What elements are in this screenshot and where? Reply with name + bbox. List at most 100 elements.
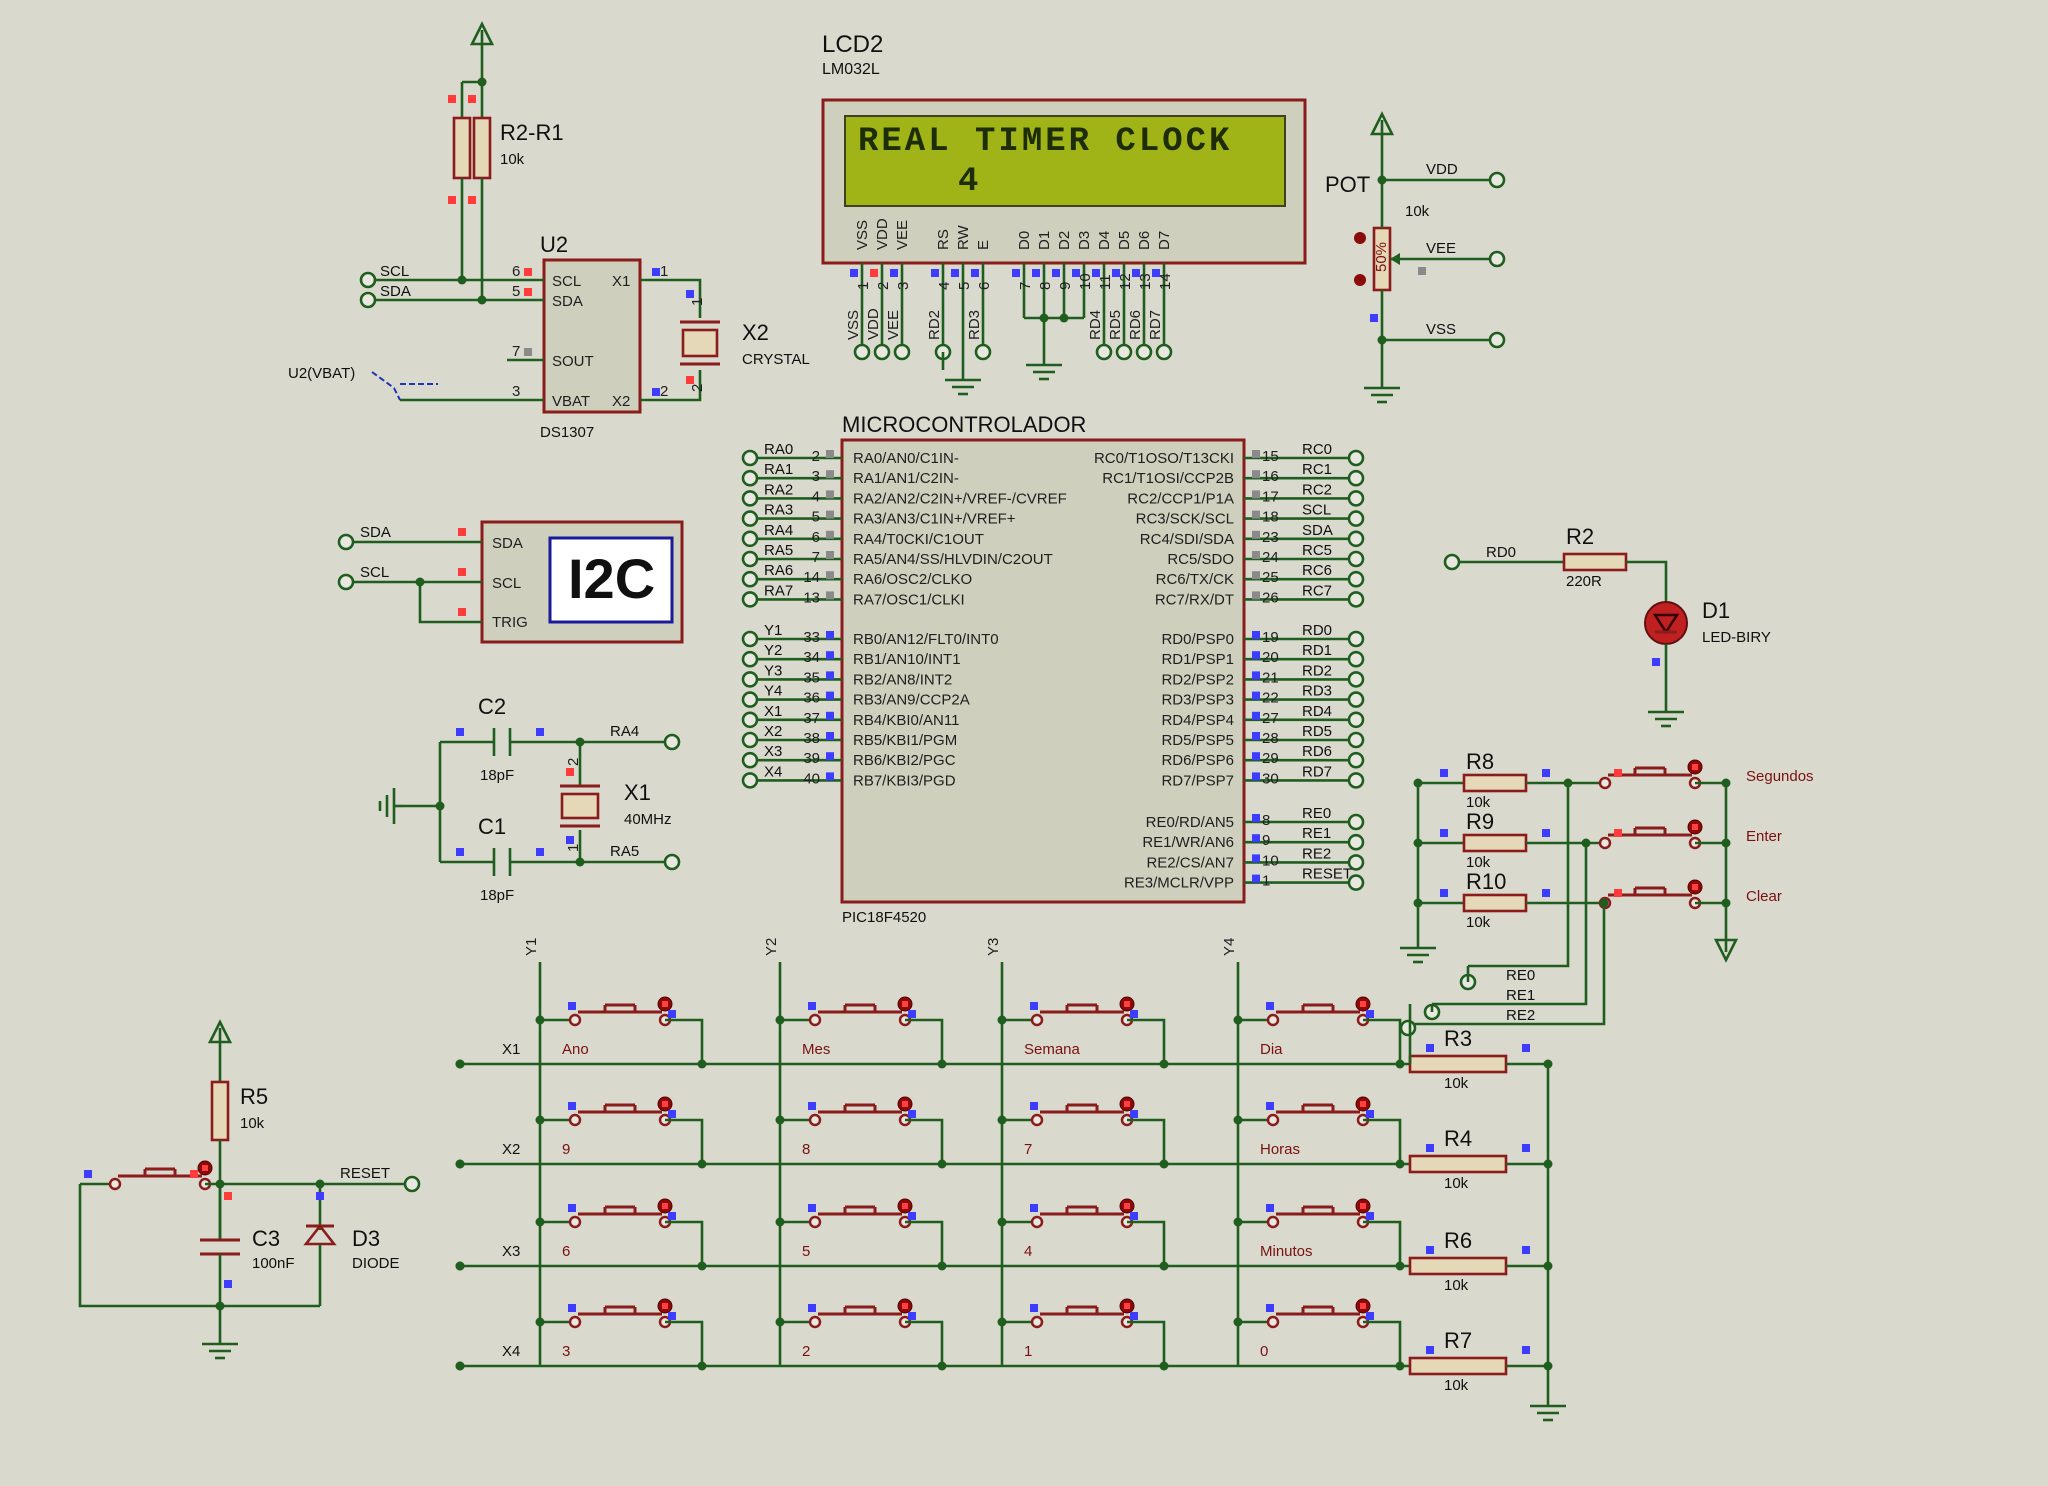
mcu-net-rd0: RD0 [1302,622,1332,639]
i2c-title: I2C [568,547,655,610]
wire [1363,1220,1402,1266]
mcu-pin-name: RC4/SDI/SDA [1140,531,1234,548]
lcd-pin-name: D0 [1016,231,1033,250]
ground-symbol [1024,353,1064,381]
i2c-pin-sda: SDA [492,535,523,552]
junction [1413,838,1423,848]
side-r-ref: R8 [1466,749,1494,774]
resistor-r2 [1562,552,1628,572]
lcd-screen [844,115,1286,207]
mcu-pin-name: RE0/RD/AN5 [1146,814,1234,831]
junction [1159,1261,1169,1271]
pin-marker [1266,1002,1274,1010]
pin-marker [468,95,476,103]
pin-marker [1366,1212,1374,1220]
junction [1059,313,1069,323]
mcu-net-rc7: RC7 [1302,582,1332,599]
i2c-badge [548,536,674,624]
terminal [1347,591,1365,608]
terminal [741,510,759,527]
lcd-pin-name: VSS [854,220,871,250]
mcu-net-x2: X2 [764,723,782,740]
mcu-pin-num: 40 [803,770,820,787]
x1-value: 40MHz [624,811,672,828]
x1-pin: 1 [565,844,582,852]
lcd-pin-name: VDD [874,218,891,250]
resistor-r2 [452,116,472,180]
junction [1377,175,1387,185]
mcu-pin-num: 1 [1262,873,1270,890]
pot-net-vdd: VDD [1426,161,1458,178]
pin-marker [870,269,878,277]
mcu-net-re2: RE2 [1302,845,1331,862]
lcd-line2: 4 [958,163,978,201]
junction [1395,1361,1405,1371]
pin-marker [668,1110,676,1118]
terminal [1155,343,1173,361]
terminal [1347,854,1365,871]
junction [1721,898,1731,908]
keypad-button [1030,1297,1136,1329]
wire [640,370,702,402]
terminal [741,691,759,708]
mcu-net-x4: X4 [764,763,782,780]
wire [905,1220,944,1266]
pin-marker [686,290,694,298]
keypad-key-label: 6 [562,1243,570,1260]
pin-marker [1522,1246,1530,1254]
lcd-pin-name: D1 [1036,231,1053,250]
keypad-key-label: 2 [802,1343,810,1360]
pin-marker [1130,1212,1138,1220]
keypad-button [808,1297,914,1329]
pin-marker [1440,829,1448,837]
wire [905,1018,944,1064]
side-button-label: Segundos [1746,768,1814,785]
pin-marker [850,269,858,277]
keypad-key-label: 4 [1024,1243,1032,1260]
terminal [663,853,681,871]
terminal [1347,691,1365,708]
mcu-pin-num: 23 [1262,529,1279,546]
pin-marker [1522,1346,1530,1354]
resistor-r1 [472,116,492,180]
pin-marker [826,711,834,720]
lcd-pin-name: D6 [1136,231,1153,250]
junction [937,1261,947,1271]
wire [1363,1118,1402,1164]
mcu-pin-num: 34 [803,649,820,666]
mcu-pin-num: 21 [1262,669,1279,686]
net-re0: RE0 [1506,967,1535,984]
mcu-pin-num: 35 [803,669,820,686]
pin-marker [566,836,574,844]
terminal [741,570,759,588]
pin-marker [826,490,834,499]
net-ra4: RA4 [610,723,639,740]
pin-marker [1266,1304,1274,1312]
terminal [974,343,992,361]
side-r-value: 10k [1466,854,1491,871]
terminal [741,469,759,487]
d3-value: DIODE [352,1255,400,1272]
pot-net-vee: VEE [1426,240,1456,257]
pin-marker [826,551,834,559]
mcu-pin-name: RD7/PSP7 [1161,772,1234,789]
wire [1127,1018,1166,1064]
pin-marker [1426,1246,1434,1254]
pin-marker [224,1280,232,1288]
lcd-pin-num: 5 [956,282,973,290]
pot-net-vss: VSS [1426,321,1456,338]
junction [1395,1261,1405,1271]
mcu-pin-name: RB5/KBI1/PGM [853,732,957,749]
terminal [1347,490,1365,507]
pin-marker [190,1170,198,1178]
pin-marker [1112,269,1120,277]
terminal [1347,469,1365,487]
pin-marker [1266,1102,1274,1110]
r5-value: 10k [240,1115,265,1132]
keypad-button [568,1297,674,1329]
pin-marker [524,288,532,296]
mcu-pin-name: RE2/CS/AN7 [1146,854,1234,871]
pin-marker [826,591,834,600]
pin-marker [1130,1312,1138,1320]
terminal [1347,530,1365,548]
